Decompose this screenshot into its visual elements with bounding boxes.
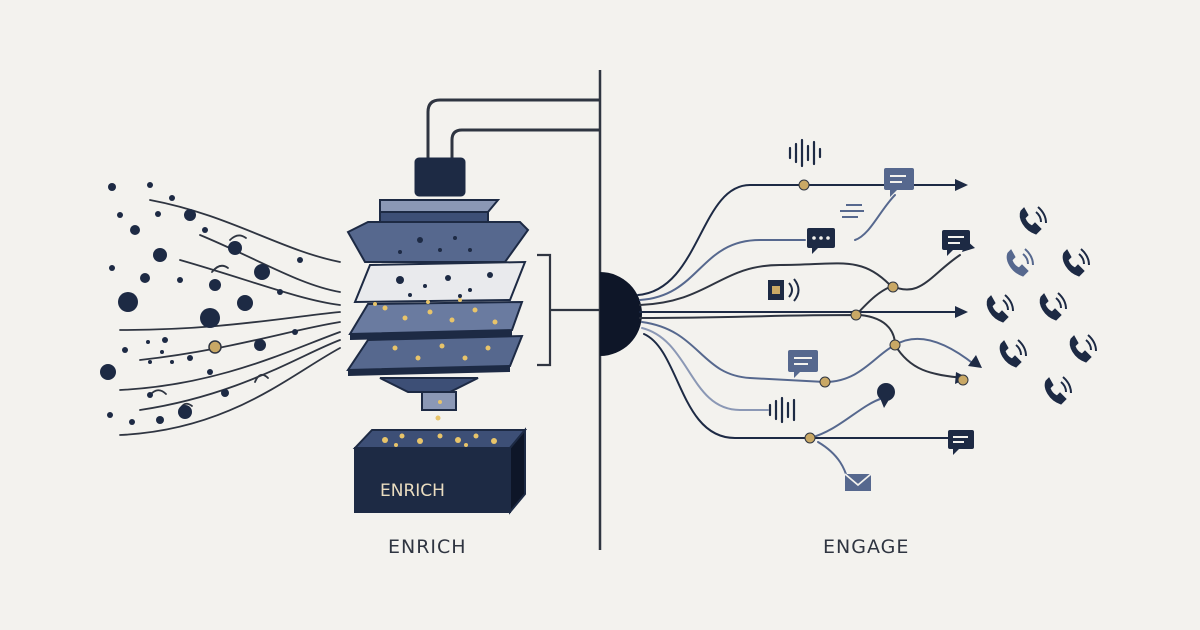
envelope-icon <box>844 473 872 491</box>
phone-icon <box>1039 292 1067 321</box>
phone-icon <box>1069 334 1097 363</box>
enrich-output-box: ENRICH <box>352 400 528 515</box>
engage-branches <box>637 184 976 481</box>
funnel <box>379 377 479 393</box>
location-pin-icon <box>877 383 895 408</box>
phone-icon <box>986 294 1014 323</box>
filter-layer-2 <box>348 300 524 336</box>
waveform-icon <box>788 138 822 168</box>
enriched-sparks <box>373 298 498 361</box>
phone-icons <box>986 206 1097 405</box>
supply-pipe <box>426 98 600 160</box>
phone-icon <box>1006 248 1034 277</box>
phone-icon <box>1062 248 1090 277</box>
speaker-icon <box>768 278 800 302</box>
layer-bracket <box>537 253 600 367</box>
engage-caption: ENGAGE <box>823 536 910 558</box>
waveform-icon <box>768 396 796 424</box>
raw-data-stream <box>119 199 341 436</box>
distribution-hub <box>600 272 642 356</box>
chat-bubble-icon <box>884 168 914 197</box>
chat-bubble-icon <box>942 230 970 256</box>
phone-icon <box>999 339 1027 368</box>
filter-layer-3 <box>346 334 524 372</box>
phone-icon <box>1044 376 1072 405</box>
text-lines-icon <box>840 204 864 218</box>
raw-data-particles <box>100 182 303 425</box>
chat-bubble-icon <box>807 228 835 254</box>
enrich-caption: ENRICH <box>388 536 467 558</box>
press-top-block <box>379 199 501 223</box>
filter-layer-1 <box>353 260 527 304</box>
junction-nodes <box>798 179 969 444</box>
hopper-plate <box>346 221 530 263</box>
chat-bubble-icon <box>788 350 818 378</box>
arrowheads <box>955 179 982 444</box>
phone-icon <box>1019 206 1047 235</box>
chat-bubble-icon <box>948 430 974 455</box>
box-label: ENRICH <box>380 481 445 501</box>
gold-data-nugget <box>208 340 222 354</box>
intake-nozzle <box>414 157 466 197</box>
